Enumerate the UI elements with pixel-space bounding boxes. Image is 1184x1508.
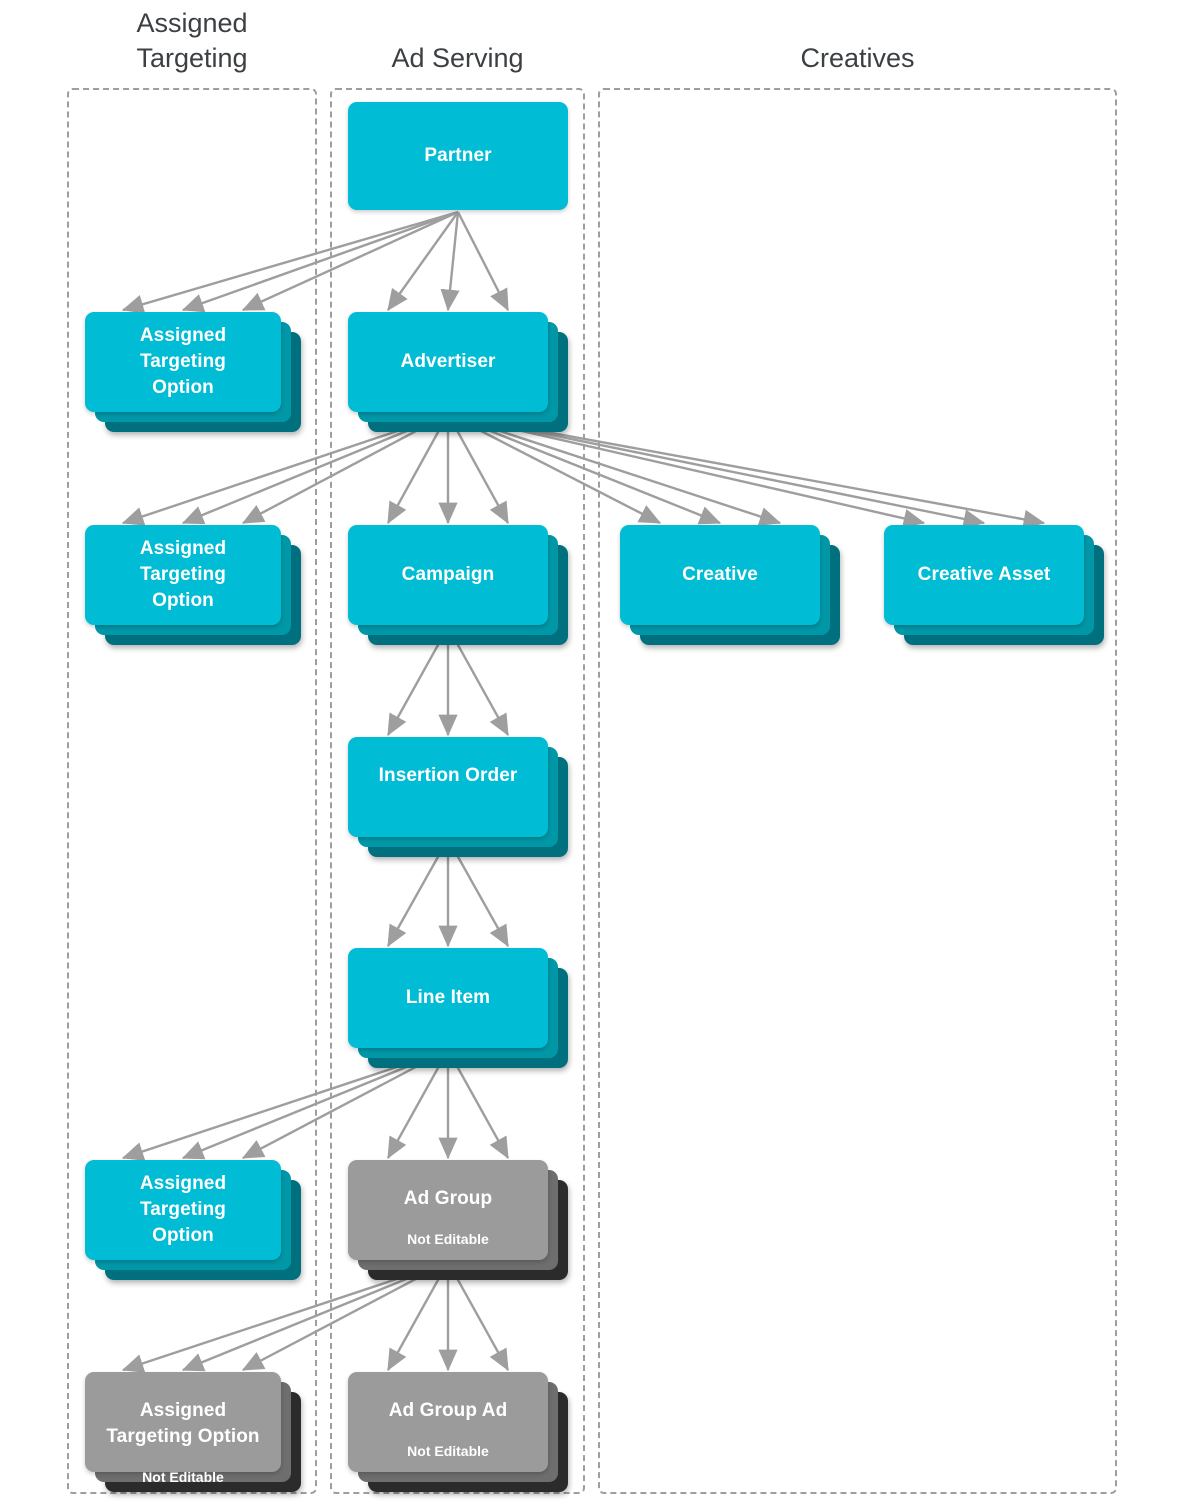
node-insertion-order[interactable]: Insertion Order <box>348 737 568 857</box>
node-title: Line Item <box>405 987 491 1008</box>
node-partner[interactable]: Partner <box>348 102 588 230</box>
node-title: Campaign <box>401 564 495 585</box>
node-face-assigned-targeting-option-partner[interactable]: Assigned Targeting Option <box>85 312 281 412</box>
node-creative[interactable]: Creative <box>620 525 840 645</box>
node-subtitle: Not Editable <box>407 1231 489 1247</box>
swimlane-creatives <box>598 88 1117 1494</box>
column-header-assigned-targeting: Assigned Targeting <box>136 8 248 73</box>
node-campaign[interactable]: Campaign <box>348 525 568 645</box>
node-title: Partner <box>424 145 492 166</box>
swimlane-ad-serving <box>330 88 585 1494</box>
node-face-campaign[interactable]: Campaign <box>348 525 548 625</box>
node-title: Assigned Targeting Option <box>139 538 227 611</box>
node-line-item[interactable]: Line Item <box>348 948 568 1068</box>
node-title: Ad Group Ad <box>388 1400 508 1421</box>
node-face-advertiser[interactable]: Advertiser <box>348 312 548 412</box>
node-face-line-item[interactable]: Line Item <box>348 948 548 1048</box>
node-face-ad-group-ad[interactable]: Ad Group Ad Not Editable <box>348 1372 548 1472</box>
node-face-assigned-targeting-option-lineitem[interactable]: Assigned Targeting Option <box>85 1160 281 1260</box>
swimlane-assigned-targeting <box>67 88 317 1494</box>
node-assigned-targeting-option-advertiser[interactable]: Assigned Targeting Option <box>85 525 301 645</box>
node-subtitle: Not Editable <box>142 1469 224 1485</box>
node-title: Creative <box>682 564 758 585</box>
node-title: Assigned Targeting Option <box>139 325 227 398</box>
node-creative-asset[interactable]: Creative Asset <box>884 525 1104 645</box>
node-face-partner[interactable]: Partner <box>348 102 568 210</box>
node-face-creative[interactable]: Creative <box>620 525 820 625</box>
node-title: Ad Group <box>403 1188 493 1209</box>
node-subtitle: Not Editable <box>407 1443 489 1459</box>
node-face-assigned-targeting-option-advertiser[interactable]: Assigned Targeting Option <box>85 525 281 625</box>
node-assigned-targeting-option-lineitem[interactable]: Assigned Targeting Option <box>85 1160 301 1280</box>
node-advertiser[interactable]: Advertiser <box>348 312 568 432</box>
node-title: Assigned Targeting Option <box>106 1400 260 1447</box>
node-title: Insertion Order <box>378 765 518 786</box>
column-header-creatives: Creatives <box>800 43 915 73</box>
node-title: Creative Asset <box>917 564 1051 585</box>
node-face-creative-asset[interactable]: Creative Asset <box>884 525 1084 625</box>
column-header-ad-serving: Ad Serving <box>391 43 524 73</box>
node-assigned-targeting-option-partner[interactable]: Assigned Targeting Option <box>85 312 301 432</box>
node-face-insertion-order[interactable]: Insertion Order <box>348 737 548 837</box>
node-ad-group-ad[interactable]: Ad Group Ad Not Editable <box>348 1372 568 1492</box>
node-title: Advertiser <box>400 351 496 372</box>
node-title: Assigned Targeting Option <box>139 1173 227 1246</box>
